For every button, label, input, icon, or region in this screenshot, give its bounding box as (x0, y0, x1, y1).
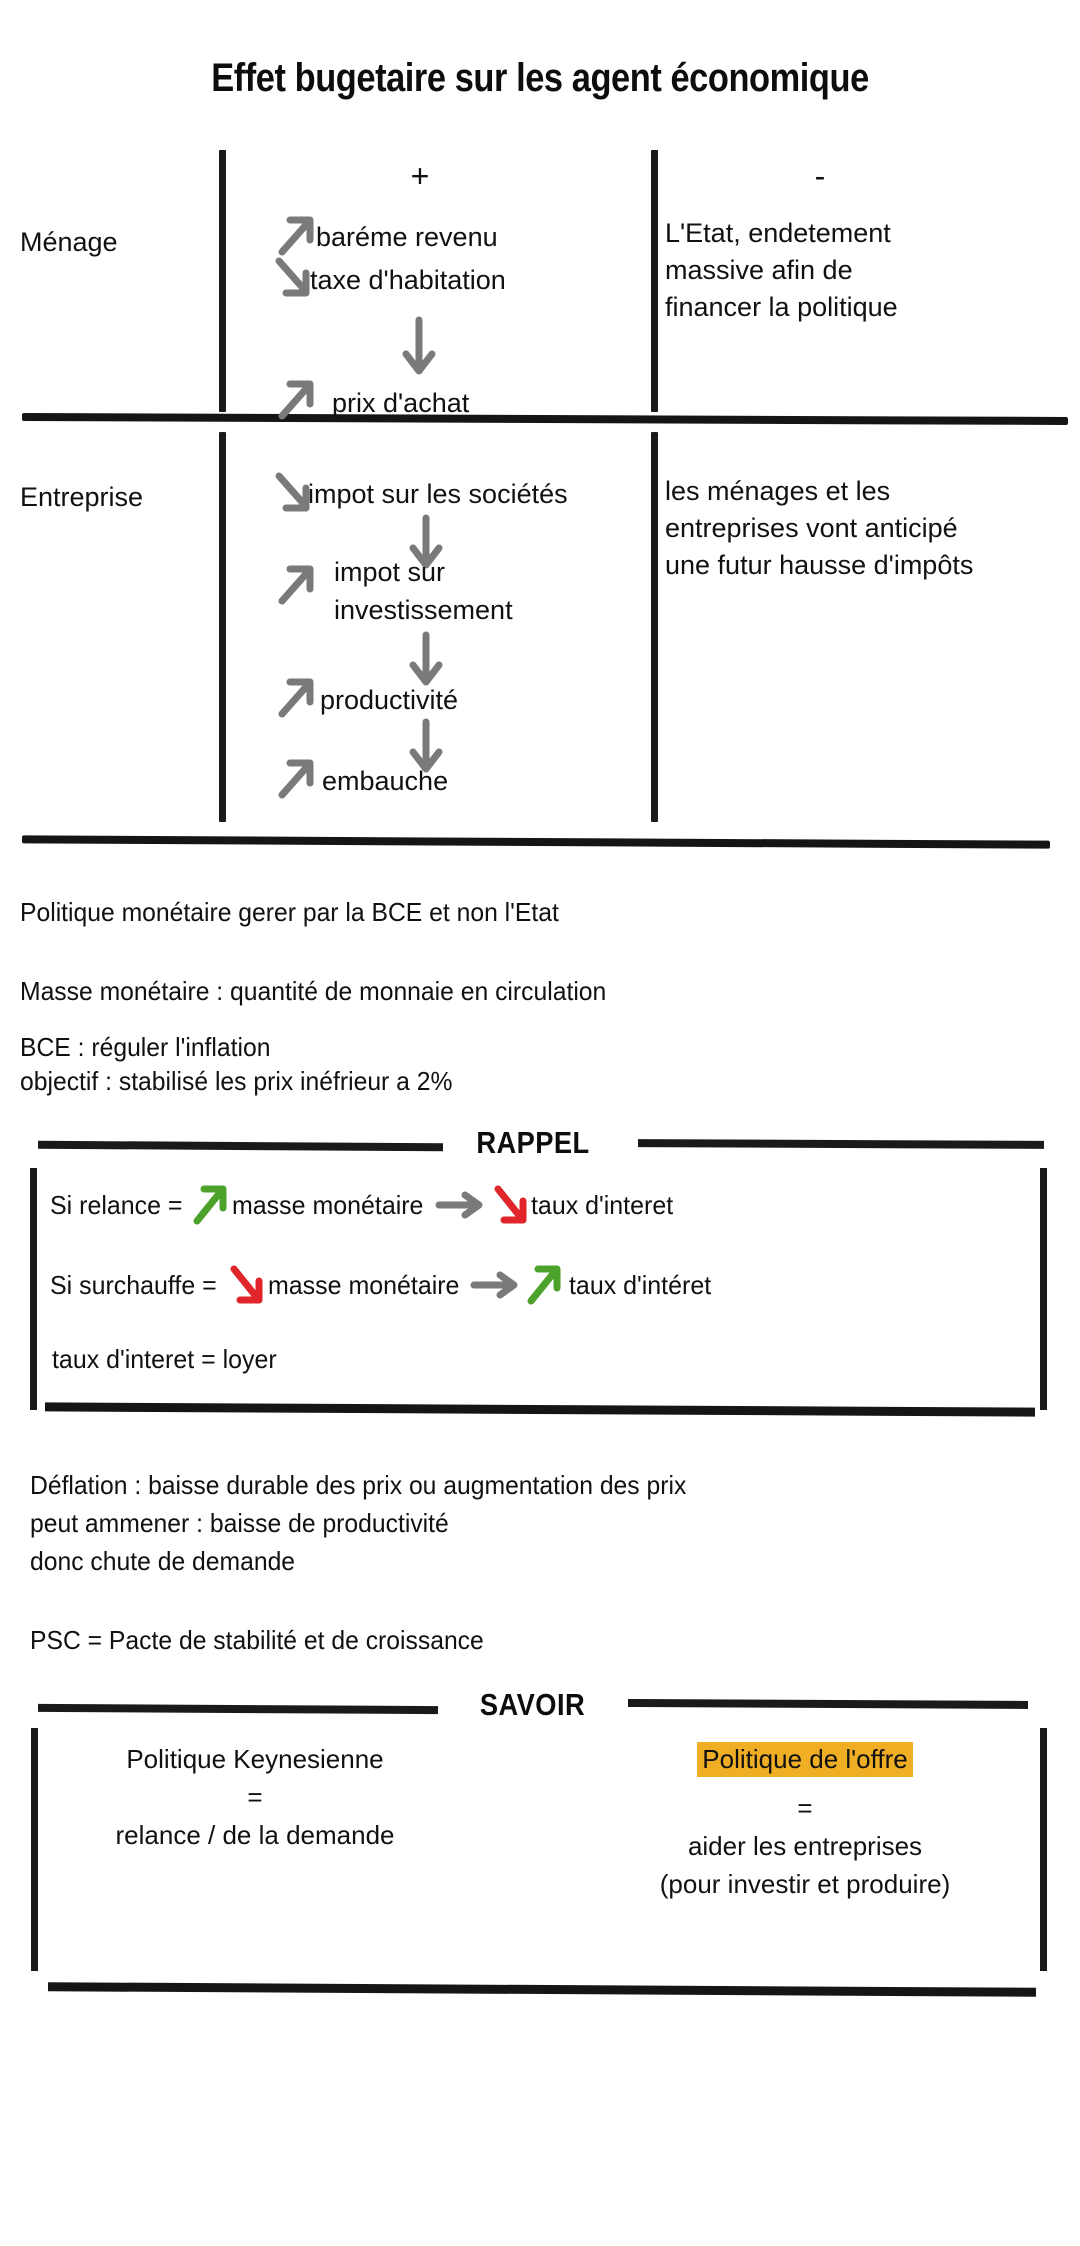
savoir-border-left (31, 1728, 38, 1971)
rappel-row-3: taux d'interet = loyer (52, 1344, 277, 1374)
rappel-border-left (30, 1168, 37, 1410)
menage-item-2-label: taxe d'habitation (310, 265, 506, 295)
rappel-rule-left (37, 1140, 444, 1152)
savoir-right-body: aider les entreprises (pour investir et … (659, 1831, 951, 1899)
menage-item-4-label: prix d'achat (332, 388, 470, 418)
arrow-down-right-red-icon (490, 1182, 530, 1228)
entreprise-negative-text: les ménages et les entreprises vont anti… (665, 476, 974, 580)
arrow-up-right-icon (272, 212, 318, 258)
arrow-down-icon (407, 718, 445, 776)
savoir-rule-right (627, 1699, 1029, 1709)
rappel-border-right (1040, 1168, 1047, 1410)
table-row-divider (21, 412, 1069, 426)
arrow-down-icon (400, 316, 438, 378)
page-title: Effet bugetaire sur les agent économique (211, 56, 869, 100)
rappel-border-bottom (44, 1402, 1036, 1417)
column-header-positive: + (410, 158, 430, 194)
savoir-left-body: relance / de la demande (115, 1820, 395, 1850)
arrow-down-icon (407, 631, 445, 689)
note-line-monetary-policy: Politique monétaire gerer par la BCE et … (20, 897, 559, 927)
table-vertical-divider-3 (219, 432, 226, 822)
savoir-border-bottom (47, 1982, 1037, 1997)
rappel-row-2-middle: masse monétaire (267, 1269, 460, 1300)
entreprise-item-7-label: embauche (322, 766, 449, 796)
arrow-up-right-icon (272, 376, 318, 422)
arrow-up-right-green-icon (524, 1263, 564, 1307)
entreprise-item-3-label: impot sur investissement (334, 557, 513, 625)
arrow-down-right-icon (268, 468, 314, 516)
arrow-down-icon (407, 514, 445, 572)
entreprise-item-5-label: productivité (320, 685, 459, 715)
menage-item-1-label: baréme revenu (316, 222, 498, 252)
deflation-block: Déflation : baisse durable des prix ou a… (30, 1470, 687, 1576)
arrow-right-gray-icon (470, 1270, 520, 1300)
note-line-money-supply: Masse monétaire : quantité de monnaie en… (20, 976, 607, 1006)
savoir-border-right (1040, 1728, 1047, 1971)
savoir-right-heading: Politique de l'offre (697, 1742, 913, 1777)
psc-line: PSC = Pacte de stabilité et de croissanc… (30, 1625, 484, 1655)
savoir-right-heading-wrap: Politique de l'offre (595, 1740, 1015, 1783)
savoir-left-equals: = (247, 1782, 263, 1812)
entreprise-item-1-label: impot sur les sociétés (308, 479, 568, 509)
rappel-row-1-prefix: Si relance = (50, 1189, 183, 1220)
savoir-left-heading: Politique Keynesienne (126, 1744, 384, 1774)
rappel-row-2-prefix: Si surchauffe = (50, 1269, 217, 1300)
arrow-down-right-icon (268, 253, 314, 301)
rappel-row-1: Si relance = masse monétaire taux d'inte… (50, 1175, 680, 1235)
rappel-row-2: Si surchauffe = masse monétaire taux d'i… (50, 1255, 717, 1315)
savoir-column-right: Politique de l'offre = aider les entrepr… (595, 1740, 1015, 1903)
arrow-down-right-red-icon (226, 1262, 266, 1308)
arrow-up-right-green-icon (190, 1183, 230, 1227)
arrow-up-right-icon (272, 561, 318, 607)
savoir-rule-left (37, 1703, 439, 1715)
arrow-up-right-icon (272, 755, 318, 801)
rappel-row-1-suffix: taux d'interet (531, 1189, 674, 1220)
arrow-up-right-icon (272, 674, 318, 720)
savoir-column-left: Politique Keynesienne = relance / de la … (55, 1740, 455, 1854)
menage-negative-text: L'Etat, endetement massive afin de finan… (665, 218, 898, 322)
savoir-label: SAVOIR (479, 1687, 586, 1722)
effects-table: + - Ménage baréme revenu taxe d'habitati… (0, 150, 1080, 850)
row-label-entreprise: Entreprise (20, 482, 144, 512)
table-vertical-divider-2 (651, 150, 658, 412)
column-header-negative: - (814, 158, 826, 194)
rappel-row-1-middle: masse monétaire (232, 1189, 424, 1220)
rappel-row-2-suffix: taux d'intéret (569, 1269, 712, 1300)
savoir-right-equals: = (797, 1793, 813, 1823)
rappel-label: RAPPEL (476, 1125, 590, 1160)
table-vertical-divider-1 (219, 150, 226, 412)
row-label-menage: Ménage (20, 227, 118, 257)
table-vertical-divider-4 (651, 432, 658, 822)
note-line-bce-objective: BCE : réguler l'inflation objectif : sta… (20, 1032, 453, 1096)
rappel-rule-right (637, 1139, 1045, 1149)
table-bottom-rule (21, 835, 1051, 849)
arrow-right-gray-icon (435, 1190, 485, 1220)
